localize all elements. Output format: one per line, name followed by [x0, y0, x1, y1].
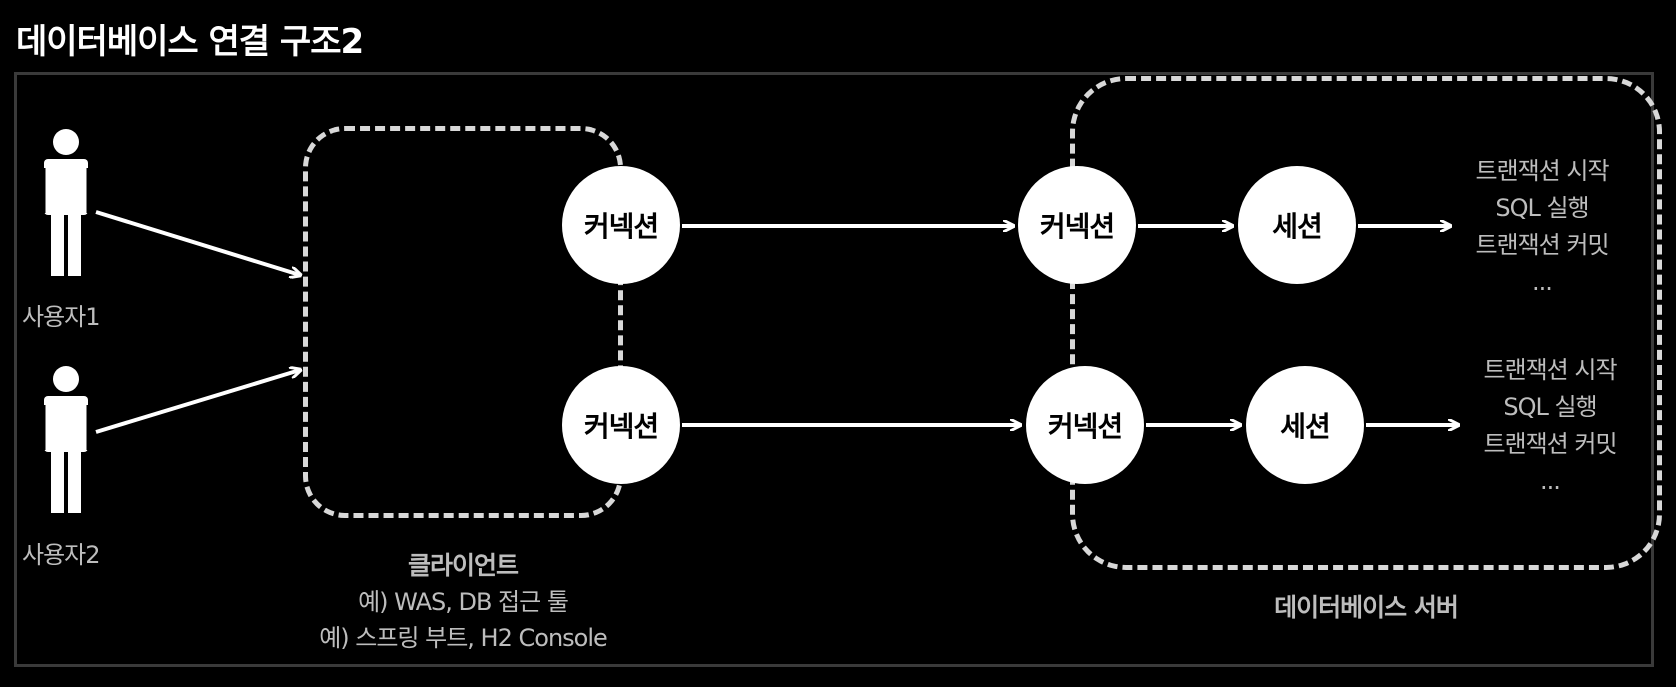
- server-caption-title: 데이터베이스 서버: [1274, 593, 1459, 622]
- server-caption: 데이터베이스 서버: [1166, 590, 1566, 626]
- step-text: ...: [1532, 268, 1553, 296]
- arrow-user1-to-client: [95, 210, 300, 275]
- step-text: 트랜잭션 시작: [1475, 157, 1609, 185]
- client-caption: 클라이언트 예) WAS, DB 접근 툴 예) 스프링 부트, H2 Cons…: [263, 548, 663, 656]
- client-caption-title: 클라이언트: [407, 551, 519, 580]
- server-connection-2: 커넥션: [1026, 366, 1144, 484]
- step-text: 트랜잭션 시작: [1483, 356, 1617, 384]
- client-caption-line2: 예) 스프링 부트, H2 Console: [319, 624, 608, 652]
- client-box: [303, 126, 623, 518]
- user-2-label: 사용자2: [22, 541, 101, 569]
- step-text: 트랜잭션 커밋: [1483, 430, 1617, 458]
- step-text: SQL 실행: [1495, 194, 1589, 222]
- database-server-box: [1070, 76, 1662, 570]
- user-1-label: 사용자1: [22, 303, 101, 331]
- step-text: SQL 실행: [1503, 393, 1597, 421]
- page-title: 데이터베이스 연결 구조2: [16, 22, 364, 62]
- client-connection-1: 커넥션: [562, 166, 680, 284]
- step-text: ...: [1540, 467, 1561, 495]
- client-caption-line1: 예) WAS, DB 접근 툴: [358, 588, 569, 616]
- server-connection-1: 커넥션: [1018, 166, 1136, 284]
- arrow-user2-to-client: [95, 370, 300, 434]
- user-1-icon: [42, 129, 90, 276]
- session-2-steps: 트랜잭션 시작 SQL 실행 트랜잭션 커밋 ...: [1470, 352, 1630, 500]
- session-2: 세션: [1246, 366, 1364, 484]
- session-1: 세션: [1238, 166, 1356, 284]
- step-text: 트랜잭션 커밋: [1475, 231, 1609, 259]
- session-1-steps: 트랜잭션 시작 SQL 실행 트랜잭션 커밋 ...: [1462, 153, 1622, 301]
- user-2-icon: [42, 366, 90, 513]
- client-connection-2: 커넥션: [562, 366, 680, 484]
- diagram-frame: [14, 72, 1654, 667]
